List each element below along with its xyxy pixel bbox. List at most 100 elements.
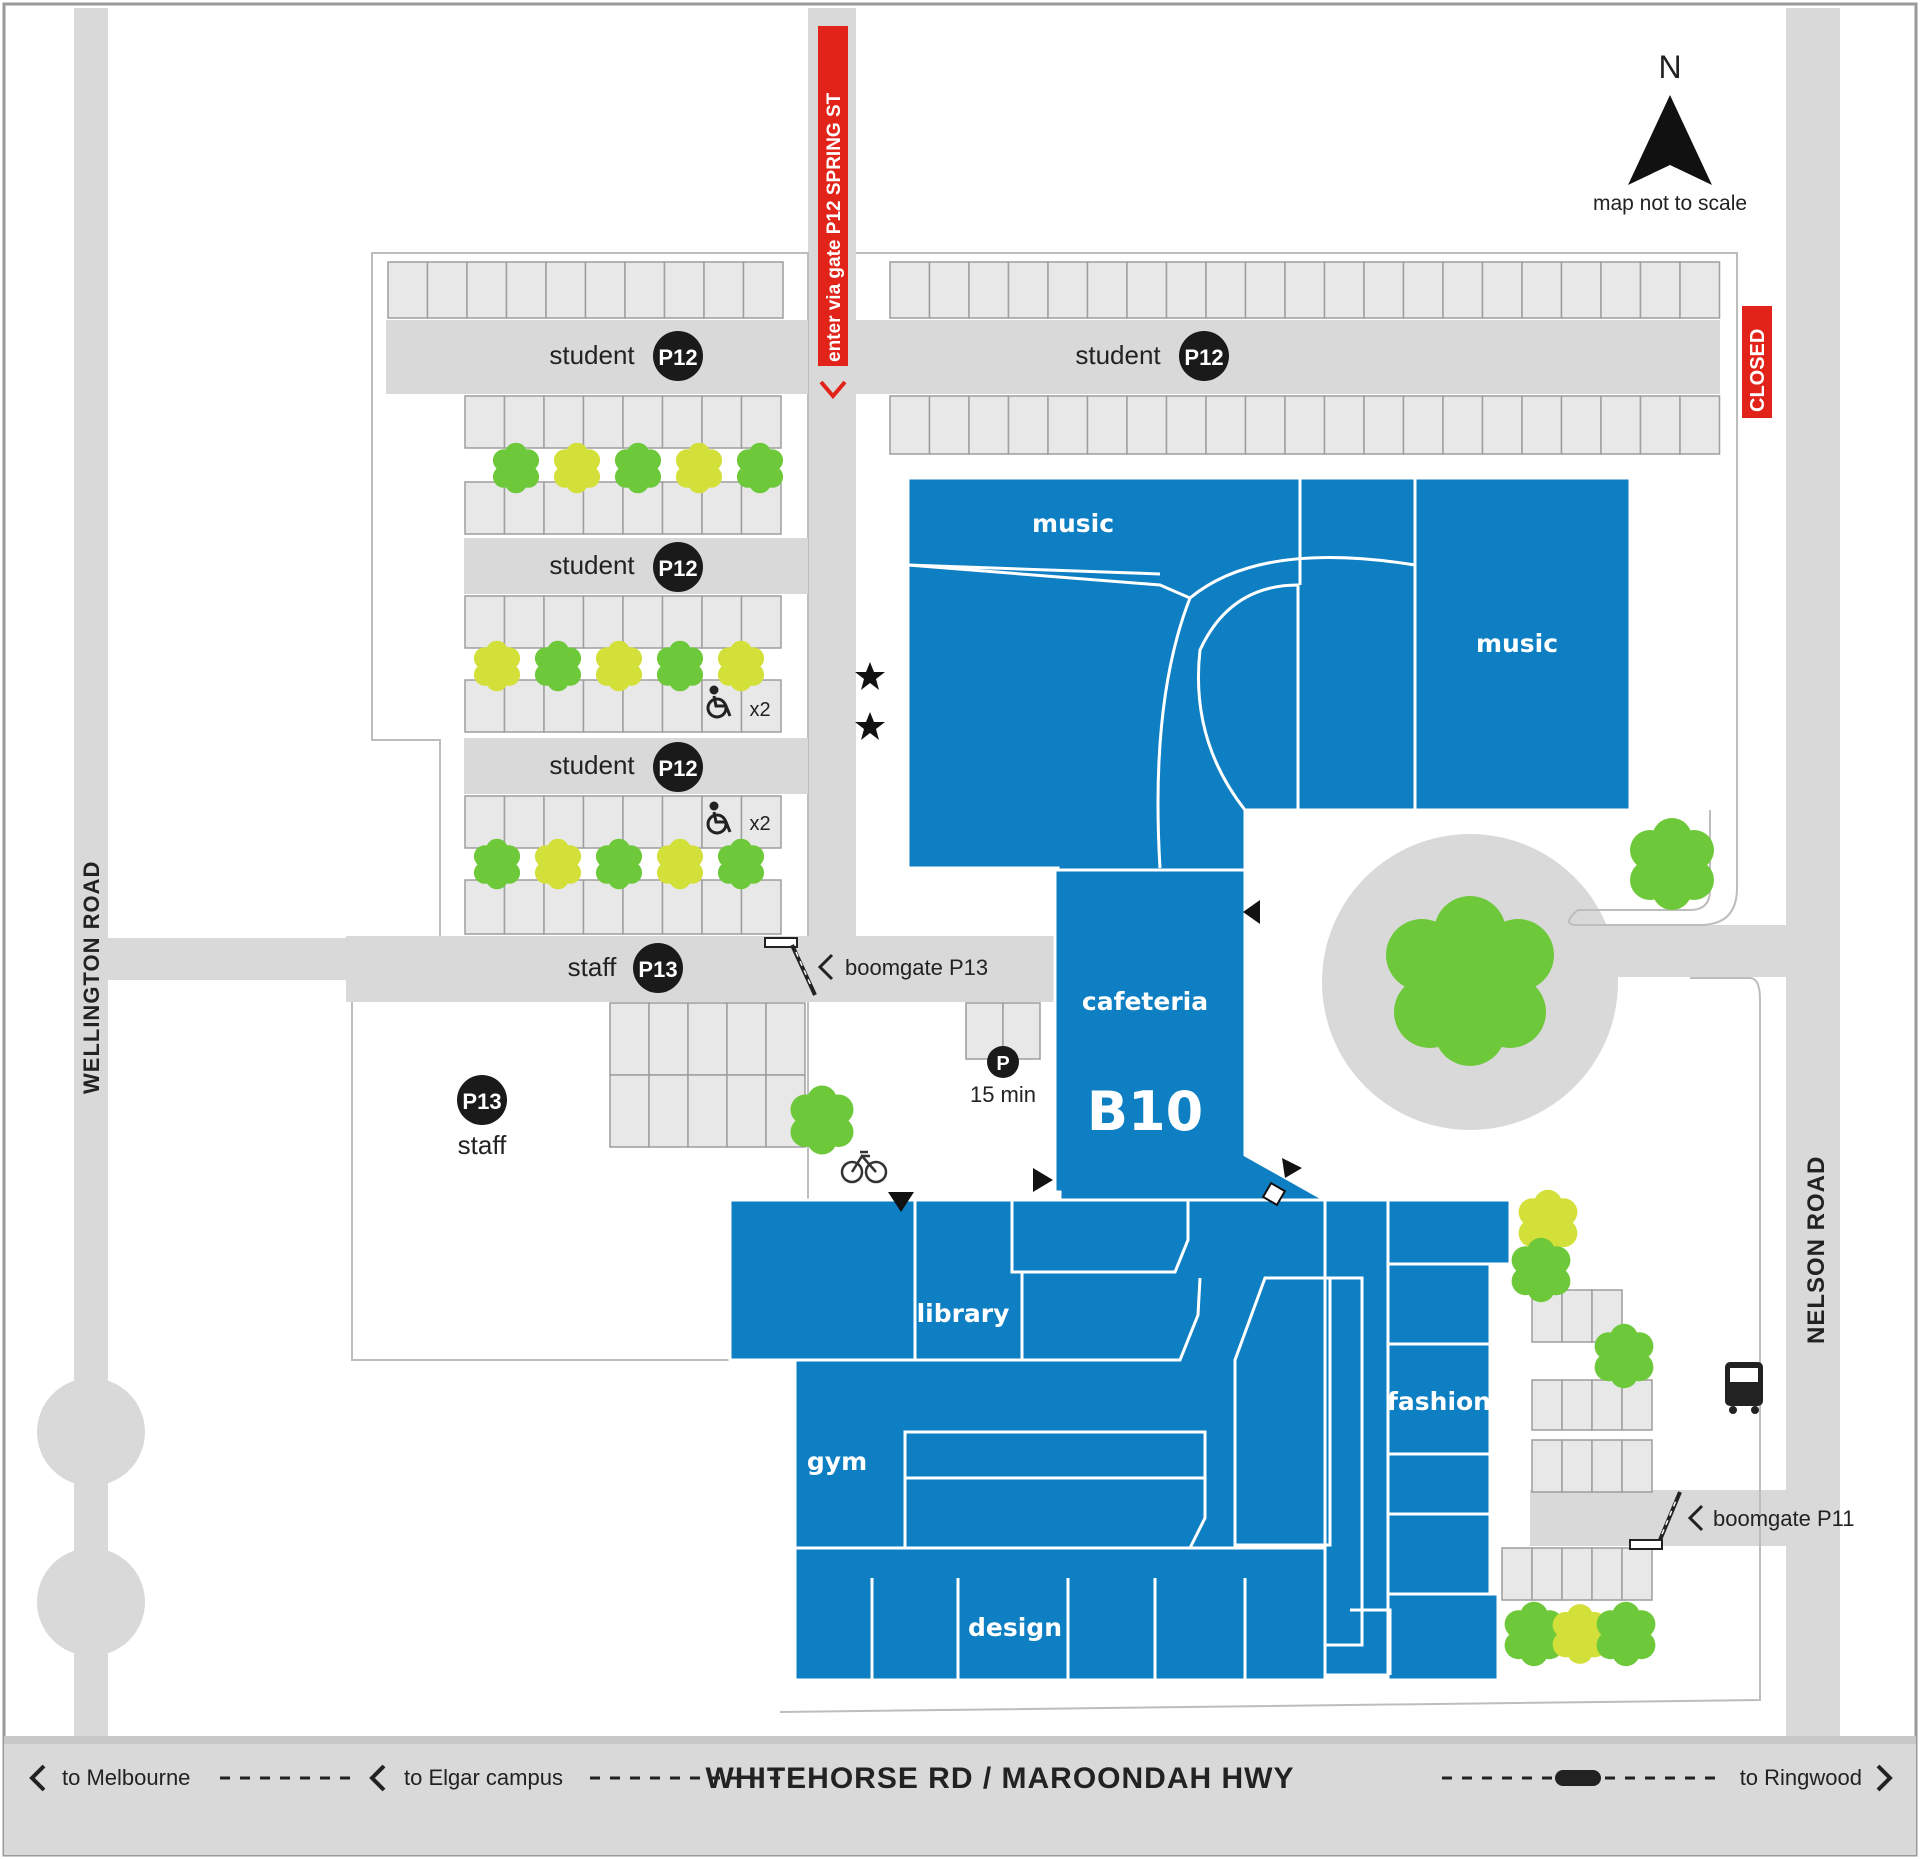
- staff-parking-label-2: P13 staff: [457, 1075, 507, 1160]
- parking-bay: [1205, 395, 1247, 455]
- parking-bay: [1591, 1439, 1623, 1493]
- parking-bay: [740, 395, 782, 449]
- tree-icon: [1594, 1323, 1654, 1389]
- parking-bay: [1086, 261, 1128, 319]
- parking-bay: [503, 679, 545, 733]
- parking-bays: [387, 261, 1721, 1601]
- parking-bay: [1531, 1547, 1563, 1601]
- parking-bay: [543, 595, 585, 649]
- parking-bay: [1531, 1379, 1563, 1431]
- cafeteria-label: cafeteria: [1082, 987, 1208, 1016]
- to-elgar-label: to Elgar campus: [404, 1765, 563, 1790]
- cul-de-sac-1: [37, 1378, 145, 1486]
- tree-icon: [492, 442, 540, 494]
- svg-text:student: student: [1075, 340, 1161, 370]
- parking-bay: [740, 879, 782, 935]
- parking-bay: [726, 1002, 767, 1076]
- north-arrow-icon: [1628, 95, 1712, 185]
- tree-icon: [1552, 1604, 1608, 1664]
- student-parking-label-2: student P12: [1075, 331, 1229, 381]
- parking-bay: [609, 1002, 650, 1076]
- parking-bay: [584, 261, 626, 319]
- parking-bay: [1561, 1289, 1593, 1343]
- star-icon: [855, 712, 885, 740]
- tree-icon: [717, 640, 765, 692]
- wheelchair-icon: [706, 685, 732, 719]
- student-parking-label-1: student P12: [549, 331, 703, 381]
- parking-bay: [928, 261, 970, 319]
- parking-bay: [1007, 261, 1049, 319]
- parking-bay: [661, 595, 703, 649]
- tree-icon: [717, 838, 765, 890]
- parking-bay: [1591, 1379, 1623, 1431]
- svg-text:student: student: [549, 550, 635, 580]
- parking-bay: [503, 795, 545, 849]
- chevron-right-icon: [1876, 1764, 1893, 1792]
- parking-bay: [622, 395, 664, 449]
- parking-bay: [624, 261, 666, 319]
- parking-bay: [1165, 261, 1207, 319]
- parking-bay: [1560, 395, 1602, 455]
- parking-bay: [1047, 261, 1089, 319]
- parking-bay: [609, 1074, 650, 1148]
- entrance-arrow-icon: [888, 1192, 914, 1212]
- parking-bay: [701, 595, 743, 649]
- parking-bay: [663, 261, 705, 319]
- parking-bay: [1442, 395, 1484, 455]
- parking-bay: [968, 395, 1010, 455]
- tree-icon: [553, 442, 601, 494]
- tree-icon: [534, 838, 582, 890]
- parking-bay: [1560, 261, 1602, 319]
- parking-bay: [582, 481, 624, 535]
- parking-bay: [1126, 261, 1168, 319]
- tree-icon: [736, 442, 784, 494]
- parking-bay: [503, 879, 545, 935]
- parking-bay: [1481, 395, 1523, 455]
- parking-bay: [889, 395, 931, 455]
- short-stay-parking: P 15 min: [970, 1046, 1036, 1107]
- parking-bay: [1363, 395, 1405, 455]
- tree-icon: [1511, 1237, 1571, 1303]
- closed-label: CLOSED: [1747, 329, 1769, 412]
- parking-bay: [1481, 261, 1523, 319]
- tree-icon: [675, 442, 723, 494]
- parking-bay: [545, 261, 587, 319]
- parking-bay: [1323, 261, 1365, 319]
- student-parking-label-3: student P12: [549, 542, 703, 592]
- svg-text:P12: P12: [658, 556, 697, 581]
- parking-bay: [466, 261, 508, 319]
- gym-label: gym: [807, 1447, 867, 1476]
- tree-icon: [473, 838, 521, 890]
- tree-icon: [595, 838, 643, 890]
- parking-bay: [1621, 1547, 1653, 1601]
- parking-bay: [701, 481, 743, 535]
- music-label-east: music: [1476, 629, 1558, 658]
- wheelchair-icon: [706, 801, 732, 835]
- closed-sign: [1742, 306, 1772, 418]
- south-block: [728, 1198, 1327, 1682]
- parking-bay: [1284, 261, 1326, 319]
- parking-bay: [1323, 395, 1365, 455]
- parking-bay: [1561, 1379, 1593, 1431]
- tree-icon: [656, 640, 704, 692]
- music-block-east: [1413, 476, 1632, 812]
- student-parking-label-4: student P12: [549, 742, 703, 792]
- parking-bay: [1244, 261, 1286, 319]
- parking-bay: [543, 795, 585, 849]
- parking-bay: [1600, 261, 1642, 319]
- tree-icon: [1630, 818, 1714, 910]
- parking-bay: [1600, 395, 1642, 455]
- parking-bay: [1639, 395, 1681, 455]
- library-label: library: [917, 1299, 1010, 1328]
- design-label: design: [968, 1613, 1062, 1642]
- tree-icon: [656, 838, 704, 890]
- boomgate-icon: [1629, 1491, 1682, 1550]
- parking-bay: [505, 261, 547, 319]
- parking-bay: [687, 1074, 728, 1148]
- parking-bay: [661, 395, 703, 449]
- accessible-count-1: x2: [749, 699, 770, 721]
- trees: [473, 442, 1714, 1667]
- parking-bay: [622, 879, 664, 935]
- wellington-road-label: WELLINGTON ROAD: [79, 861, 104, 1094]
- tree-icon: [534, 640, 582, 692]
